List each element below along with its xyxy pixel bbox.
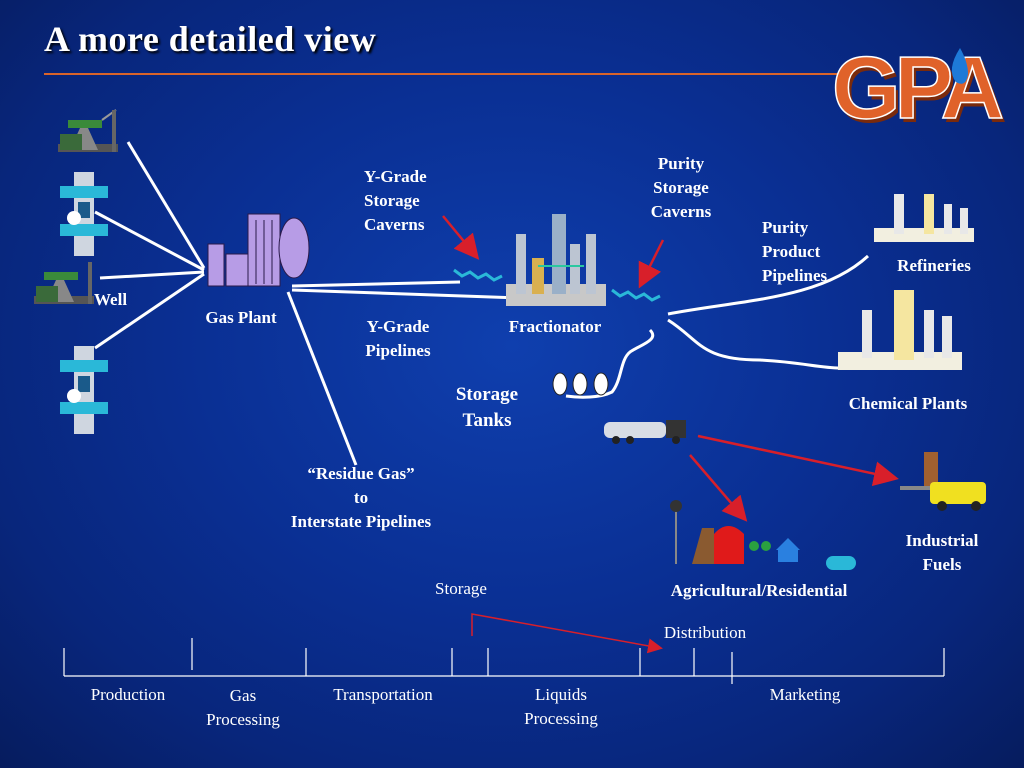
- flame-drop-icon: [951, 48, 968, 84]
- label-fractionator: Fractionator: [508, 317, 602, 336]
- label-well: Well: [94, 290, 128, 309]
- stage-production: Production: [90, 685, 166, 704]
- forklift-icon: [900, 452, 986, 511]
- svg-text:GPA: GPA: [835, 42, 1006, 141]
- gathering-lines: [94, 141, 206, 350]
- cavern-icon: [453, 268, 661, 302]
- purity-pipelines: [565, 254, 870, 399]
- storage-tank-icon: [552, 372, 609, 396]
- title-divider: [44, 73, 844, 75]
- timeline-distribution: Distribution: [663, 623, 747, 642]
- ygrade-pipeline: [291, 280, 521, 300]
- label-residue-gas: “Residue Gas” to Interstate Pipelines: [290, 464, 432, 531]
- label-agricultural-residential: Agricultural/Residential: [670, 581, 848, 600]
- farm-icon: [670, 500, 744, 564]
- chemical-plant-icon: [838, 290, 962, 370]
- refinery-icon: [874, 194, 974, 242]
- red-arrows: [442, 215, 899, 522]
- house-icon: [776, 538, 800, 562]
- page-title: A more detailed view: [44, 19, 377, 59]
- stage-liquids-processing: Liquids Processing: [524, 685, 598, 728]
- pumpjack-icon: [58, 109, 118, 152]
- label-ygrade-caverns: Y-Grade Storage Caverns: [364, 167, 427, 234]
- tree-icon: [749, 541, 759, 551]
- tanker-truck-icon: [604, 420, 686, 444]
- stage-gas-processing: Gas Processing: [206, 686, 280, 729]
- label-refineries: Refineries: [897, 256, 971, 275]
- label-industrial-fuels: Industrial Fuels: [905, 531, 979, 574]
- timeline-axis: [63, 638, 945, 684]
- label-purity-caverns: Purity Storage Caverns: [650, 154, 712, 221]
- label-purity-pipelines: Purity Product Pipelines: [762, 218, 828, 285]
- tree-icon: [761, 541, 771, 551]
- label-ygrade-pipelines: Y-Grade Pipelines: [365, 317, 431, 360]
- wellhead-icon: [60, 346, 108, 434]
- timeline-storage: Storage: [435, 579, 487, 598]
- propane-tank-icon: [826, 556, 856, 570]
- timeline-arrows: [471, 613, 663, 654]
- pumpjack-icon: [34, 262, 94, 304]
- stage-marketing: Marketing: [769, 685, 841, 704]
- stage-transportation: Transportation: [333, 685, 433, 704]
- residue-gas-line: [286, 291, 358, 466]
- fractionator-icon: [506, 214, 606, 306]
- logo-text: GPA: [832, 38, 1003, 137]
- label-chemical-plants: Chemical Plants: [848, 394, 968, 413]
- gas-plant-icon: [207, 213, 310, 287]
- label-storage-tanks: Storage Tanks: [455, 384, 519, 431]
- wellhead-icon: [60, 172, 108, 256]
- label-gas-plant: Gas Plant: [205, 308, 277, 327]
